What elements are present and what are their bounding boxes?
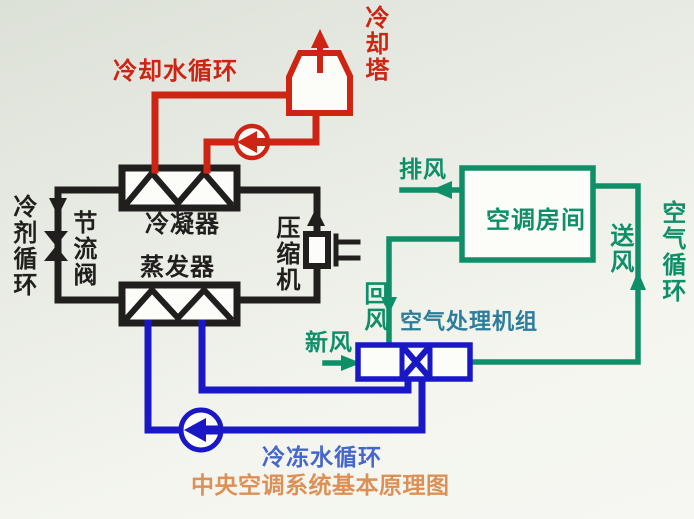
chilled-water-circuit — [144, 319, 426, 453]
supply-air-arrow-icon — [630, 271, 646, 290]
label-ahu: 空气处理机组 — [400, 309, 539, 334]
valve-upper-triangle — [44, 231, 68, 246]
ahu-coil-cross-2 — [398, 342, 434, 382]
valve-lower-triangle — [44, 246, 68, 261]
pump-arrow-icon — [184, 418, 206, 442]
fresh-air-arrow-icon — [341, 355, 361, 371]
compressor-icon — [303, 231, 361, 269]
condenser-icon — [118, 164, 241, 212]
air-circuit — [322, 165, 646, 371]
label-cooling-tower: 冷却塔 — [360, 5, 387, 83]
chilled-water-pipe-supply — [198, 319, 412, 394]
pump-arrow-icon — [237, 131, 257, 153]
label-refrigerant-loop: 冷剂循环 — [8, 194, 35, 298]
label-cooling-water-loop: 冷却水循环 — [113, 59, 238, 85]
label-supply-air: 送风 — [605, 223, 632, 275]
diagram-title: 中央空调系统基本原理图 — [191, 473, 450, 498]
cooling-tower-icon — [286, 29, 353, 116]
refrigerant-pipe-left — [54, 186, 126, 304]
label-condenser: 冷凝器 — [145, 212, 220, 238]
refrigerant-circuit — [44, 164, 361, 327]
label-compressor: 压缩机 — [271, 215, 298, 293]
label-evaporator: 蒸发器 — [140, 255, 215, 281]
evaporator-coil-hatch — [122, 285, 235, 323]
label-throttle-valve: 节流阀 — [68, 210, 95, 288]
cooling-water-pipe-supply — [151, 91, 293, 174]
cooling-tower-exhaust-arrow-icon — [311, 29, 329, 48]
condenser-coil-hatch — [122, 168, 235, 208]
label-room: 空调房间 — [486, 208, 586, 234]
compressor-cylinder — [303, 231, 331, 269]
room-box — [459, 165, 596, 263]
evaporator-icon — [118, 281, 241, 327]
flow-down-arrow-icon — [49, 198, 67, 216]
label-chilled-water-loop: 冷冻水循环 — [262, 445, 382, 470]
cooling-water-pump-icon — [233, 123, 271, 161]
label-return-air: 回风 — [359, 281, 386, 333]
label-exhaust-air: 排风 — [399, 157, 447, 182]
cooling-tower-body — [286, 50, 353, 116]
label-fresh-air: 新风 — [305, 330, 353, 355]
throttle-valve-icon — [44, 231, 68, 261]
label-air-loop: 空气循环 — [657, 200, 684, 304]
cooling-water-circuit — [151, 29, 353, 174]
chilled-water-pump-icon — [178, 407, 224, 453]
return-air-arrow-icon — [381, 297, 397, 314]
exhaust-air-arrow-icon — [431, 181, 452, 199]
chilled-water-pipe-return — [144, 319, 426, 434]
air-handling-unit-icon — [355, 342, 473, 382]
flow-up-arrow-icon — [307, 208, 325, 226]
